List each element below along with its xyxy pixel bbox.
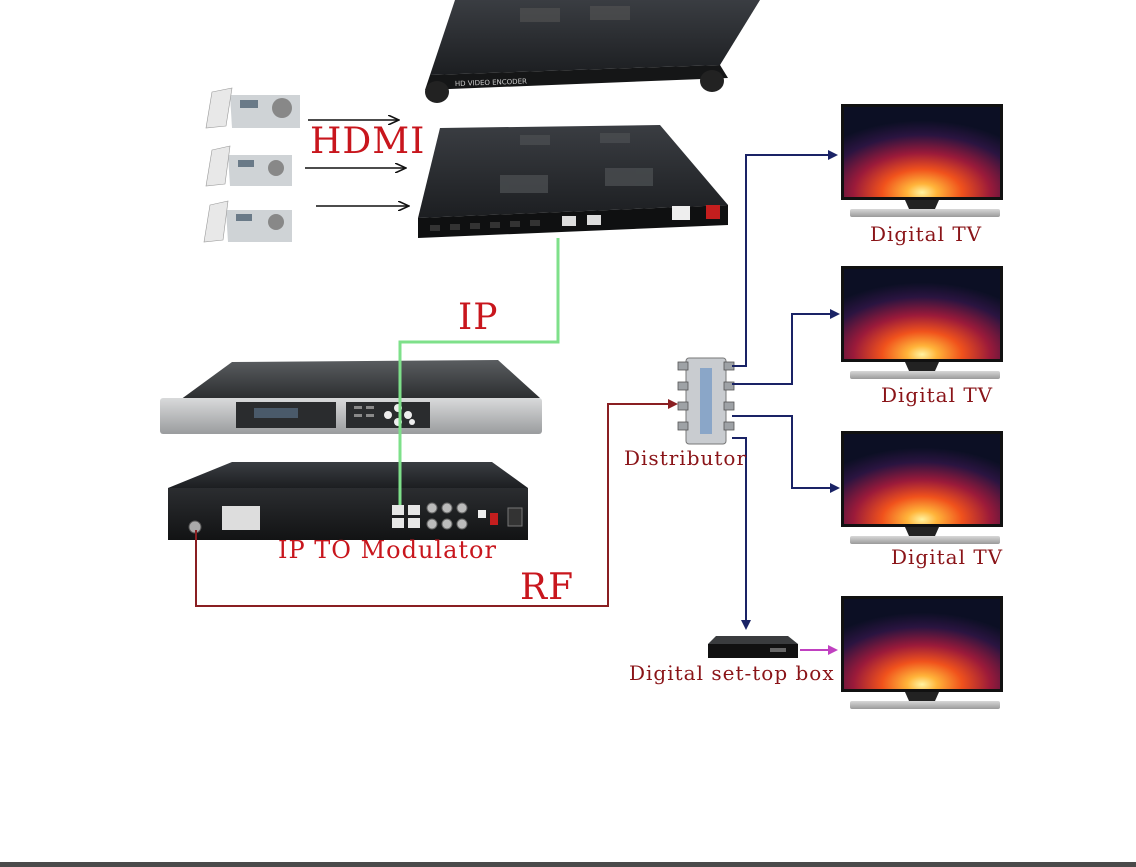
tv-1 xyxy=(841,104,1003,217)
bottom-border xyxy=(0,862,1136,867)
hdmi-source-boxes xyxy=(203,87,300,243)
tv-2-label: Digital TV xyxy=(881,383,994,407)
hd-video-encoder-top: HD VIDEO ENCODER xyxy=(425,0,760,103)
ip-line xyxy=(398,238,560,505)
hdmi-label: HDMI xyxy=(310,121,426,162)
tv-1-label: Digital TV xyxy=(870,222,983,246)
distribution-lines xyxy=(732,150,840,630)
tv-4 xyxy=(841,596,1003,709)
distributor-label: Distributor xyxy=(624,446,748,470)
hdmi-source-1 xyxy=(205,87,300,129)
tv-3-label: Digital TV xyxy=(891,545,1004,569)
tv-3 xyxy=(841,431,1003,544)
hd-video-encoder-rear xyxy=(418,125,728,238)
rf-line xyxy=(195,399,678,607)
rf-label: RF xyxy=(520,567,575,608)
hdmi-source-2 xyxy=(205,145,292,187)
modulator-rear xyxy=(168,462,528,540)
modulator-label: IP TO Modulator xyxy=(278,536,497,564)
ip-label: IP xyxy=(458,297,499,338)
encoder-brand-text: HD VIDEO ENCODER xyxy=(455,77,527,88)
stb-label: Digital set-top box xyxy=(629,661,835,685)
modulator-front xyxy=(160,360,542,434)
hdmi-source-3 xyxy=(203,200,292,243)
distributor-device xyxy=(677,357,735,445)
set-top-box-device xyxy=(708,636,798,658)
hdmi-arrows xyxy=(305,120,408,206)
tv-2 xyxy=(841,266,1003,379)
